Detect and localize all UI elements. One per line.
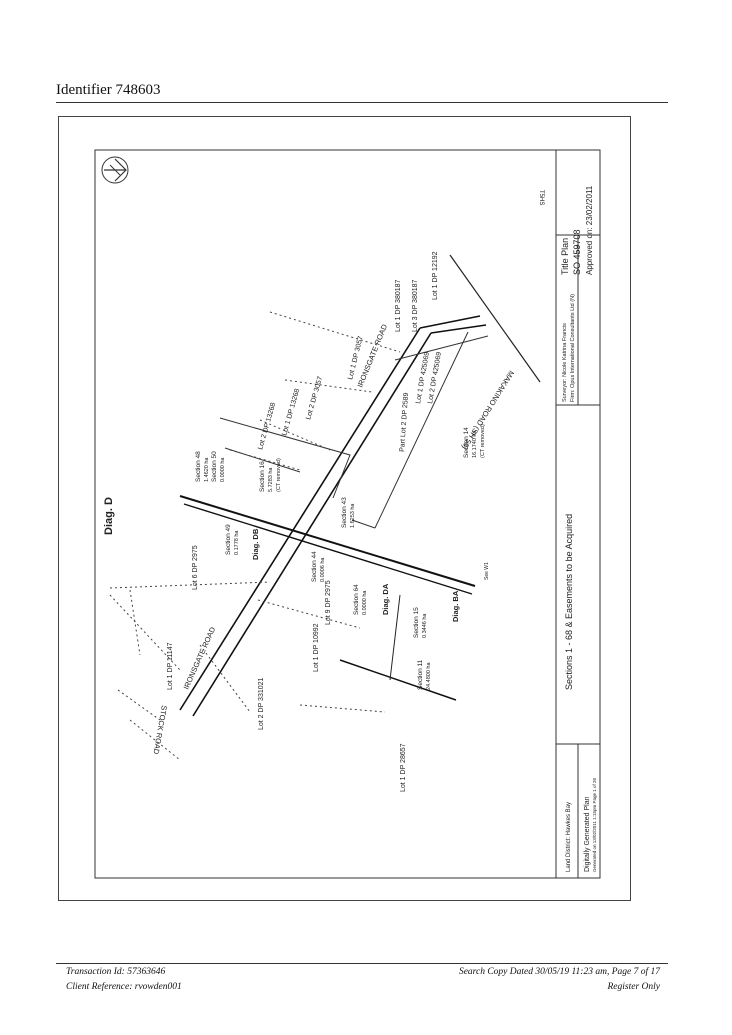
lot-labels: Lot 1 DP 380187 Lot 3 DP 380187 Lot 1 DP… xyxy=(167,251,443,792)
digital-plan-label: Digitally Generated Plan xyxy=(584,796,591,872)
see-ref: See W1 xyxy=(484,562,490,580)
section-area: 1.4620 ha xyxy=(204,457,210,482)
lot-label: Lot 1 DP 28657 xyxy=(400,743,407,792)
section-label: Section 16 xyxy=(259,461,266,492)
document-identifier: Identifier 748603 xyxy=(56,82,161,98)
section-area: 0.3446 ha xyxy=(422,613,428,638)
lot-label: Lot 2 DP 3057 xyxy=(305,376,324,421)
section-area: 0.1778 ha xyxy=(234,530,240,555)
firm: Firm: Opus International Consultants Ltd… xyxy=(570,294,576,402)
section-label: Section 15 xyxy=(413,607,420,638)
section-note: (CT removed) xyxy=(480,424,486,458)
lot-label: Part Lot 2 DP 2589 xyxy=(399,392,410,452)
section-label: Section 14 xyxy=(463,427,470,458)
section-label: Section 44 xyxy=(311,551,318,582)
search-copy-date: Search Copy Dated 30/05/19 11:23 am, Pag… xyxy=(458,967,660,977)
plan-frame xyxy=(58,116,631,901)
section-label: Section 11 xyxy=(417,659,424,690)
lower-corridor-line xyxy=(339,659,457,701)
sheet-ref: T5HS xyxy=(538,190,544,205)
section-label: Section 49 xyxy=(225,524,232,555)
makakino-road-line xyxy=(449,254,541,383)
lot-label: Lot 1 DP 12192 xyxy=(432,251,439,300)
lot-label: Lot 1 DP 11147 xyxy=(167,642,174,690)
lot-label: Lot 2 DP 331021 xyxy=(258,677,265,730)
section-label: Section 48 xyxy=(195,451,202,482)
land-district: Land District: Hawkes Bay xyxy=(566,802,572,872)
lot-label: Lot 1 DP 10992 xyxy=(313,623,320,672)
section-label: Section 64 xyxy=(353,584,360,615)
generated-note: Generated on 13/02/2011 1:15pm Page 1 of… xyxy=(592,778,597,872)
dotted-boundaries xyxy=(109,311,401,761)
lot-label: Lot 9 DP 2975 xyxy=(325,580,332,625)
north-arrow-icon xyxy=(101,156,129,184)
sheet-number: SO 459708 xyxy=(572,229,582,275)
header-rule xyxy=(56,102,668,103)
client-reference: Client Reference: rvowden001 xyxy=(66,982,182,992)
section-area: 0.0000 ha xyxy=(362,590,368,615)
diagram-label: Diag. D xyxy=(103,497,115,535)
section-boundary-line xyxy=(389,594,401,681)
diag-label: Diag. BA xyxy=(451,590,460,622)
cross-corridor xyxy=(179,495,476,595)
road-name-stock: STOCK ROAD xyxy=(151,705,169,756)
plan-inner-border xyxy=(94,149,601,879)
section-area: 1.6253 ha xyxy=(350,503,356,528)
lot-label: Lot 1 DP 13268 xyxy=(281,388,301,437)
section-area: 24.4800 ha xyxy=(426,662,432,690)
section-note: (CT removed) xyxy=(276,458,282,492)
plan-main-title: Sections 1 - 68 & Easements to be Acquir… xyxy=(564,514,574,690)
section-area: 5.7283 ha xyxy=(268,467,274,492)
section-area: 16.1740 ha xyxy=(472,430,478,458)
parcel-boundaries xyxy=(219,331,489,529)
lot-label: Lot 3 DP 380187 xyxy=(412,279,419,332)
lot-label: Lot 6 DP 2975 xyxy=(192,545,199,590)
section-area: 0.0000 ha xyxy=(220,457,226,482)
section-label: Section 43 xyxy=(341,497,348,528)
register-only: Register Only xyxy=(607,982,660,992)
transaction-id: Transaction Id: 57363646 xyxy=(66,967,166,977)
section-label: Section 50 xyxy=(211,451,218,482)
lot-label: Lot 1 DP 380187 xyxy=(395,279,402,332)
diag-labels: Diag. DB Diag. DA Diag. BA xyxy=(251,528,460,622)
title-plan-label: Title Plan xyxy=(560,238,570,275)
road-name-ironsgate-upper: IRONSGATE ROAD xyxy=(356,322,390,388)
approved-date: Approved on: 23/02/2011 xyxy=(585,185,594,275)
diag-label: Diag. DA xyxy=(381,583,390,615)
diag-label: Diag. DB xyxy=(251,528,260,560)
footer-rule xyxy=(56,963,668,964)
surveyor: Surveyor: Nicole Katrina Francis xyxy=(562,323,568,402)
section-area: 0.0006 ha xyxy=(320,557,326,582)
ironsgate-road-corridor xyxy=(179,315,487,717)
section-labels: Section 14 16.1740 ha (CT removed) Secti… xyxy=(195,424,486,690)
